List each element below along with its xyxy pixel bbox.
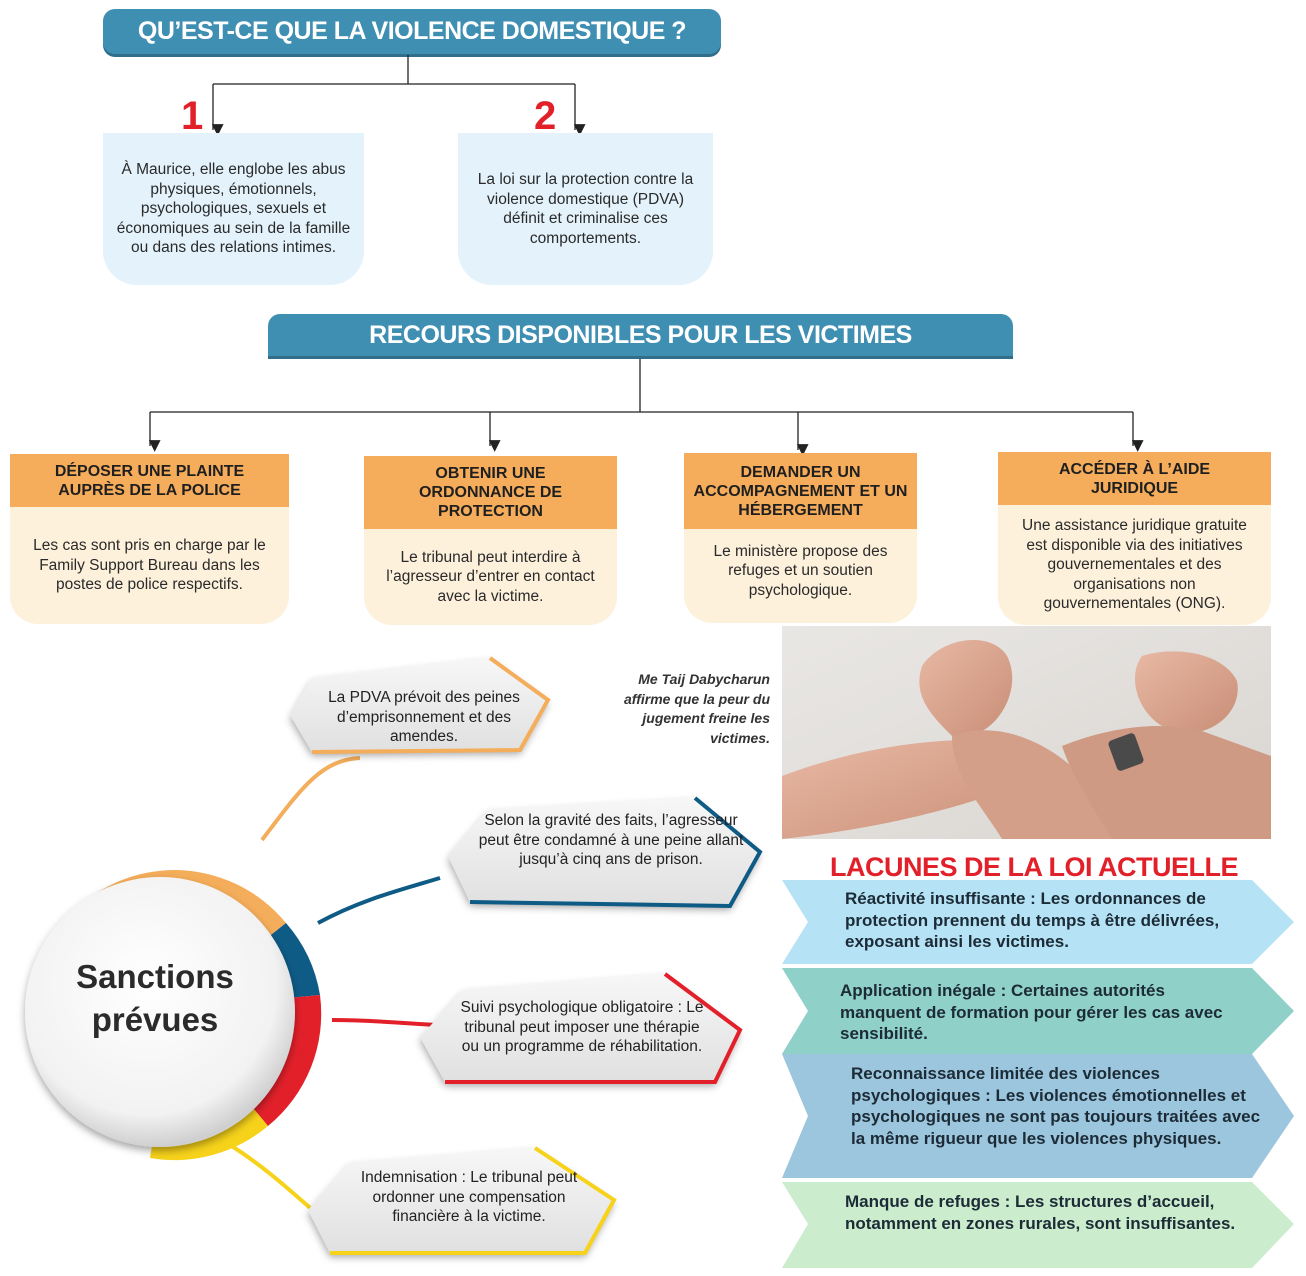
sanction-pill-1 (290, 658, 548, 752)
recours-card-4: ACCÉDER À L’AIDE JURIDIQUE Une assistanc… (998, 452, 1271, 625)
sanction-connector-1 (260, 756, 361, 842)
definition-box-2: La loi sur la protection contre la viole… (458, 133, 713, 285)
photo-caption-name: Me Taij Dabycharun (638, 671, 770, 687)
section1-title: QU’EST-CE QUE LA VIOLENCE DOMESTIQUE ? (137, 17, 687, 45)
recours-text-1: Les cas sont pris en charge par le Famil… (10, 507, 289, 624)
sanction-connector-2 (317, 876, 441, 925)
sanction-text-3: Suivi psychologique obligatoire : Le tri… (460, 999, 704, 1055)
sanctions-disc (25, 877, 295, 1147)
sanction-pill-edge-4 (330, 1146, 617, 1255)
sanctions-diagram (25, 656, 763, 1255)
sanction-pill-edge-2 (469, 796, 763, 909)
sanction-pill-3 (420, 974, 740, 1082)
sanctions-title-line1: Sanctions (76, 958, 234, 995)
sanction-connector-3 (331, 1018, 441, 1027)
section1-title-banner: QU’EST-CE QUE LA VIOLENCE DOMESTIQUE ? (103, 9, 721, 54)
definition-text-2: La loi sur la protection contre la viole… (477, 171, 694, 247)
photo-caption: Me Taij Dabycharun affirme que la peur d… (618, 670, 770, 748)
sanction-pill-4 (308, 1148, 614, 1253)
section2-title: RECOURS DISPONIBLES POUR LES VICTIMES (369, 320, 912, 349)
sanction-text-1: La PDVA prévoit des peines d’emprisonnem… (328, 689, 520, 745)
lacunes-title: LACUNES DE LA LOI ACTUELLE (830, 852, 1239, 882)
item-number-1: 1 (181, 94, 204, 138)
section1-connectors (148, 55, 1144, 456)
recours-card-1: DÉPOSER UNE PLAINTE AUPRÈS DE LA POLICE … (10, 454, 289, 624)
lacune-text-3: Reconnaissance limitée des violences psy… (851, 1064, 1261, 1148)
recours-text-2: Le tribunal peut interdire à l’agresseur… (364, 529, 617, 625)
recours-text-4: Une assistance juridique gratuite est di… (998, 505, 1271, 625)
ring-segment-blue (262, 923, 320, 998)
sanction-pill-2 (448, 798, 760, 906)
recours-card-2: OBTENIR UNE ORDONNANCE DE PROTECTION Le … (364, 456, 617, 625)
lacune-text-2: Application inégale : Certaines autorité… (840, 981, 1223, 1043)
recours-card-3: DEMANDER UN ACCOMPAGNEMENT ET UN HÉBERGE… (684, 453, 917, 623)
sanctions-title-line2: prévues (91, 1001, 219, 1038)
sanction-text-2: Selon la gravité des faits, l’agresseur … (478, 812, 744, 868)
recours-heading-3: DEMANDER UN ACCOMPAGNEMENT ET UN HÉBERGE… (684, 453, 917, 529)
sanction-pill-edge-3 (445, 972, 743, 1084)
recours-heading-1: DÉPOSER UNE PLAINTE AUPRÈS DE LA POLICE (10, 454, 289, 507)
photo-hands (782, 626, 1271, 839)
lacunes-arrows (782, 880, 1294, 1268)
recours-heading-2: OBTENIR UNE ORDONNANCE DE PROTECTION (364, 456, 617, 529)
lacune-arrow-2 (782, 968, 1294, 1054)
definition-box-1: À Maurice, elle englobe les abus physiqu… (103, 133, 364, 285)
sanction-text-4: Indemnisation : Le tribunal peut ordonne… (360, 1169, 578, 1225)
lacune-arrow-4 (782, 1182, 1294, 1268)
lacune-arrow-3 (782, 1054, 1294, 1178)
lacune-arrow-1 (782, 880, 1294, 964)
item-number-2: 2 (534, 94, 557, 138)
definition-text-1: À Maurice, elle englobe les abus physiqu… (116, 161, 351, 257)
sanctions-title: Sanctions prévues (50, 955, 260, 1041)
recours-text-3: Le ministère propose des refuges et un s… (684, 529, 917, 623)
photo-caption-text: affirme que la peur du jugement freine l… (624, 690, 770, 746)
recours-heading-4: ACCÉDER À L’AIDE JURIDIQUE (998, 452, 1271, 505)
lacune-text-1: Réactivité insuffisante : Les ordonnance… (845, 889, 1220, 951)
section2-title-banner: RECOURS DISPONIBLES POUR LES VICTIMES (268, 314, 1013, 356)
lacune-text-4: Manque de refuges : Les structures d’acc… (845, 1192, 1236, 1233)
sanction-pill-edge-1 (311, 656, 551, 754)
